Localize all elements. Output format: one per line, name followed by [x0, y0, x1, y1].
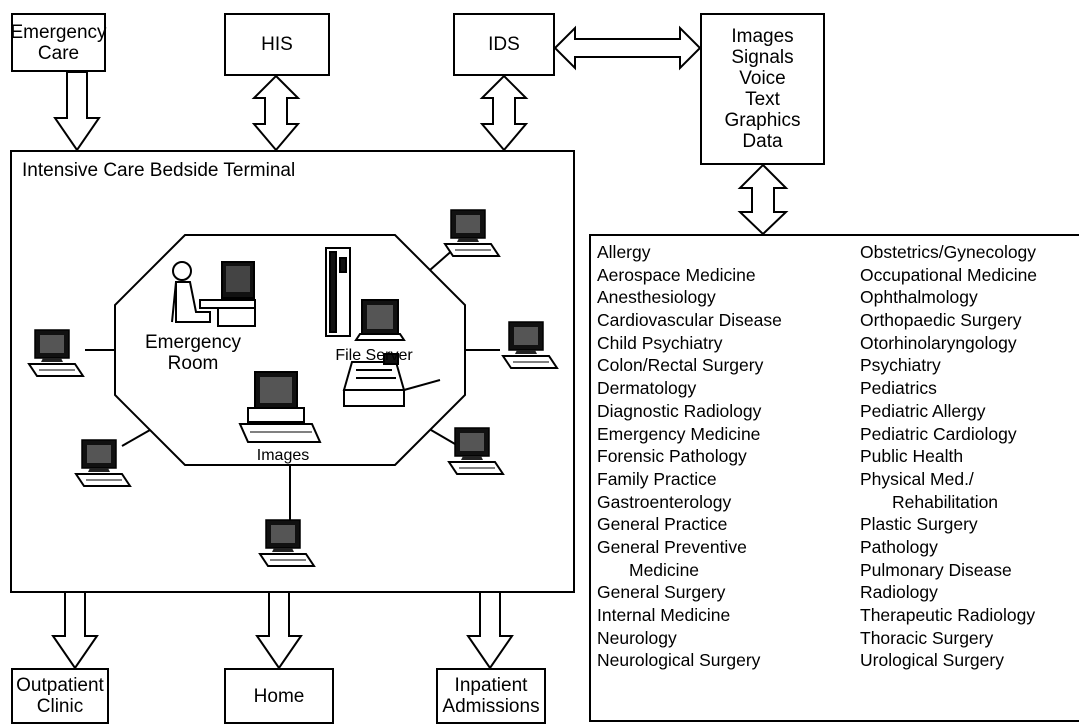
- network-octagon: [114, 234, 466, 466]
- outpatient-label-2: Clinic: [36, 696, 84, 717]
- specialty-item: Internal Medicine: [597, 605, 731, 625]
- media-label: Images: [731, 26, 794, 47]
- emergency-care-label-1: Emergency: [10, 21, 107, 43]
- specialty-item: Obstetrics/Gynecology: [860, 242, 1037, 262]
- emergency-room-label-2: Room: [167, 353, 219, 374]
- specialty-item: Gastroenterology: [597, 491, 732, 512]
- arrow-his-terminal: [251, 74, 301, 152]
- printer-icon: [342, 353, 441, 407]
- media-label: Graphics: [724, 110, 801, 131]
- media-box: Images Signals Voice Text Graphics Data: [700, 13, 825, 165]
- arrow-terminal-outpatient: [51, 591, 99, 670]
- specialty-item: Anesthesiology: [597, 287, 716, 308]
- media-label: Text: [745, 89, 780, 110]
- specialty-item: Emergency Medicine: [597, 423, 761, 444]
- specialty-item: Pediatric Allergy: [860, 400, 986, 421]
- ids-box: IDS: [453, 13, 555, 76]
- specialty-item: Medicine: [629, 559, 700, 580]
- specialty-item: Physical Med./: [860, 468, 974, 489]
- inpatient-admissions-box: Inpatient Admissions: [436, 668, 546, 724]
- home-box: Home: [224, 668, 334, 724]
- specialty-item: Thoracic Surgery: [860, 627, 994, 648]
- emergency-room-icon: [171, 261, 256, 327]
- emergency-room-label-1: Emergency: [144, 332, 242, 353]
- specialty-item: Pathology: [860, 536, 938, 557]
- specialty-item: Radiology: [860, 582, 938, 603]
- specialty-item: Neurological Surgery: [597, 650, 761, 671]
- specialty-item: Aerospace Medicine: [597, 264, 756, 285]
- media-label: Signals: [731, 47, 794, 68]
- specialty-item: Orthopaedic Surgery: [860, 310, 1022, 331]
- media-label: Data: [742, 131, 783, 152]
- specialty-item: General Surgery: [597, 582, 726, 603]
- inpatient-label-2: Admissions: [442, 696, 540, 717]
- specialty-item: General Practice: [597, 514, 728, 535]
- file-server-icon: [325, 247, 406, 341]
- file-server-label: File Server: [335, 347, 413, 364]
- specialty-item: Pulmonary Disease: [860, 559, 1012, 580]
- specialty-item: Occupational Medicine: [860, 264, 1038, 285]
- home-label: Home: [253, 685, 305, 707]
- ids-label: IDS: [488, 34, 520, 55]
- specialty-item: Cardiovascular Disease: [597, 310, 782, 331]
- specialty-item: Otorhinolaryngology: [860, 332, 1017, 353]
- inpatient-label-1: Inpatient: [454, 675, 528, 696]
- media-label: Voice: [739, 68, 786, 89]
- specialty-item: Ophthalmology: [860, 287, 978, 308]
- specialty-item: Dermatology: [597, 378, 697, 399]
- specialty-item: Family Practice: [597, 468, 717, 489]
- specialty-item: Psychiatry: [860, 355, 941, 376]
- his-label: HIS: [261, 34, 293, 55]
- outpatient-label-1: Outpatient: [16, 675, 104, 696]
- specialty-item: Allergy: [597, 242, 651, 262]
- specialty-item: Neurology: [597, 627, 677, 648]
- specialty-item: Pediatrics: [860, 378, 937, 399]
- emergency-care-box: Emergency Care: [10, 13, 107, 72]
- arrow-emergency-to-terminal: [53, 71, 101, 152]
- specialty-item: Rehabilitation: [892, 491, 999, 512]
- specialty-item: General Preventive: [597, 536, 747, 557]
- specialty-item: Therapeutic Radiology: [860, 605, 1036, 625]
- network-links: [85, 247, 500, 520]
- specialty-item: Pediatric Cardiology: [860, 423, 1017, 444]
- arrow-terminal-inpatient: [466, 591, 514, 670]
- specialty-item: Public Health: [860, 446, 964, 467]
- specialty-item: Child Psychiatry: [597, 332, 723, 353]
- specialty-item: Diagnostic Radiology: [597, 400, 762, 421]
- emergency-care-label-2: Care: [37, 42, 80, 64]
- outpatient-clinic-box: Outpatient Clinic: [11, 668, 109, 724]
- arrow-ids-terminal: [479, 74, 529, 152]
- arrow-media-specialties: [737, 163, 789, 236]
- emergency-room-label: Emergency Room: [138, 332, 248, 374]
- specialty-item: Forensic Pathology: [597, 446, 747, 467]
- arrow-ids-media: [553, 25, 702, 71]
- terminal-title: Intensive Care Bedside Terminal: [22, 160, 296, 181]
- image-workstation-icon: [238, 371, 322, 443]
- arrow-terminal-home: [255, 591, 303, 670]
- specialty-item: Plastic Surgery: [860, 514, 978, 535]
- specialty-item: Urological Surgery: [860, 650, 1004, 671]
- images-label: Images: [256, 447, 310, 464]
- specialty-item: Colon/Rectal Surgery: [597, 355, 764, 376]
- his-box: HIS: [224, 13, 330, 76]
